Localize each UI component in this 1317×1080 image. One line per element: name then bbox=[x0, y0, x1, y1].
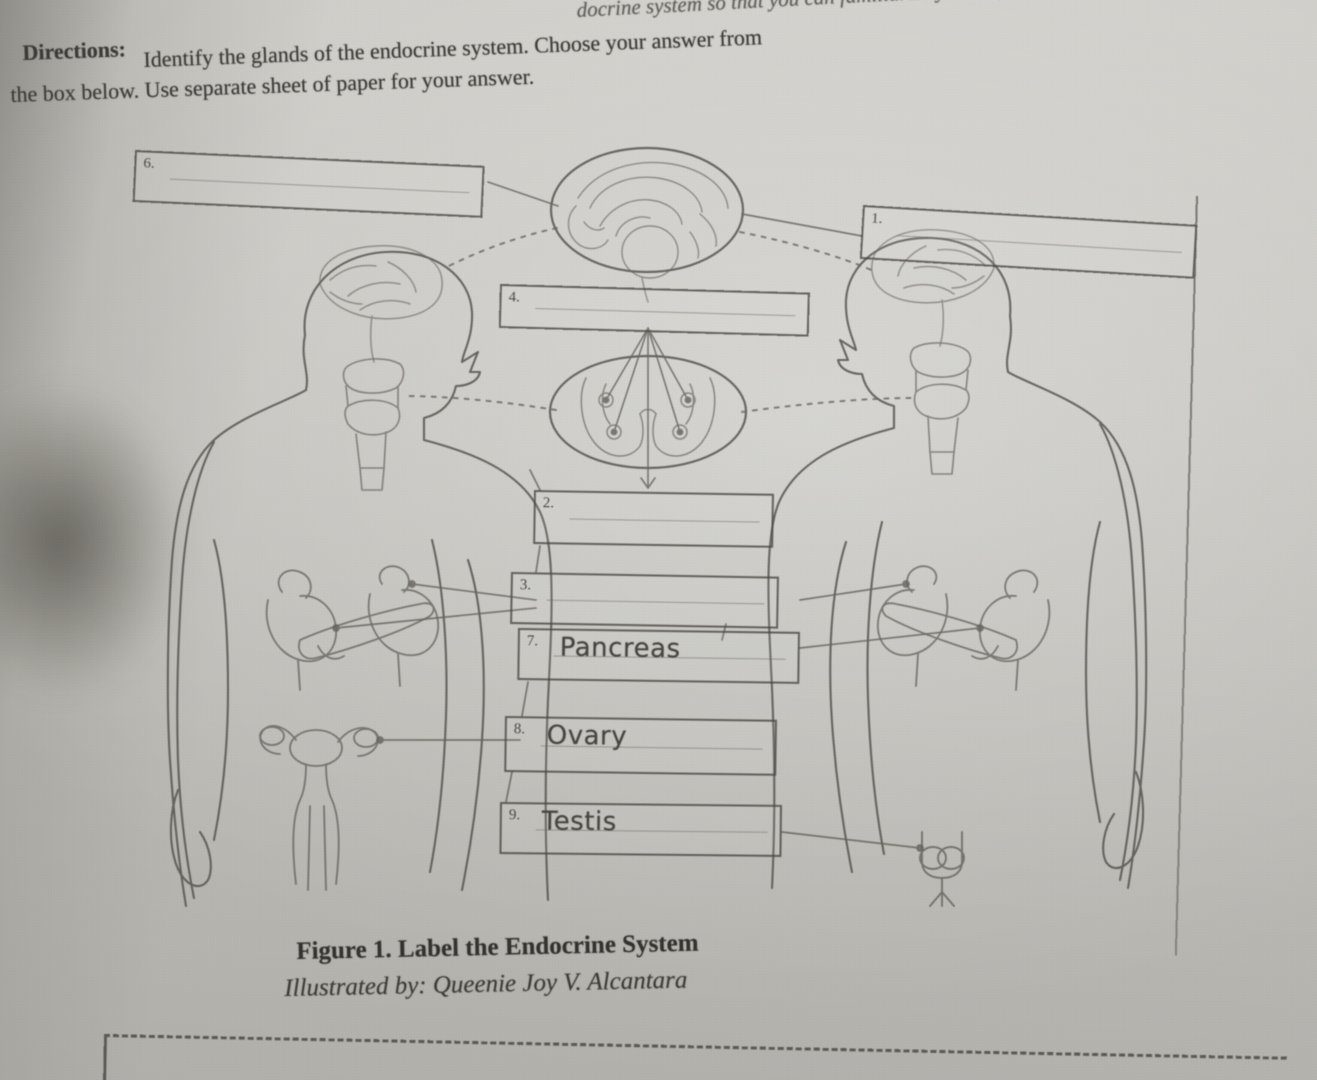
answer-box-9[interactable]: 9. Testis bbox=[499, 802, 782, 857]
thyroid-parathyroid-inset bbox=[548, 327, 748, 489]
answer-box-1-number: 1. bbox=[870, 210, 883, 228]
answer-box-1-rule bbox=[897, 235, 1182, 253]
answer-box-6-rule bbox=[169, 178, 470, 194]
answer-box-8-answer: Ovary bbox=[546, 720, 628, 752]
answer-box-2-rule bbox=[569, 518, 760, 523]
answer-box-4-number: 4. bbox=[508, 289, 521, 306]
left-uterus-ovaries bbox=[259, 725, 379, 891]
answer-box-3-rule bbox=[546, 599, 765, 605]
left-body-outline bbox=[166, 250, 553, 908]
right-thyroid bbox=[909, 342, 972, 475]
answer-box-2-number: 2. bbox=[542, 495, 555, 512]
answer-box-9-number: 9. bbox=[508, 807, 521, 824]
answer-box-7-answer: Pancreas bbox=[559, 632, 681, 665]
brain-pituitary-inset bbox=[549, 146, 745, 303]
answer-box-8-number: 8. bbox=[513, 721, 526, 738]
answer-box-6-number: 6. bbox=[143, 155, 156, 172]
right-adrenal-pancreas bbox=[877, 565, 1051, 691]
answer-box-3-number: 3. bbox=[519, 577, 532, 594]
answer-box-2[interactable]: 2. bbox=[533, 490, 774, 548]
dotted-leaders bbox=[403, 227, 913, 413]
left-brain bbox=[319, 245, 443, 363]
box-connectors bbox=[332, 181, 984, 852]
answer-box-7-number: 7. bbox=[526, 633, 539, 650]
answer-box-7[interactable]: 7. Pancreas bbox=[517, 628, 800, 684]
right-body-outline bbox=[767, 236, 1148, 890]
answer-box-3[interactable]: 3. bbox=[510, 572, 779, 629]
answer-box-4[interactable]: 4. bbox=[498, 284, 810, 337]
right-testes bbox=[919, 831, 965, 907]
answer-box-9-answer: Testis bbox=[541, 806, 617, 838]
answer-box-4-rule bbox=[535, 307, 796, 317]
left-thyroid bbox=[342, 358, 405, 491]
answer-box-8[interactable]: 8. Ovary bbox=[504, 716, 777, 776]
